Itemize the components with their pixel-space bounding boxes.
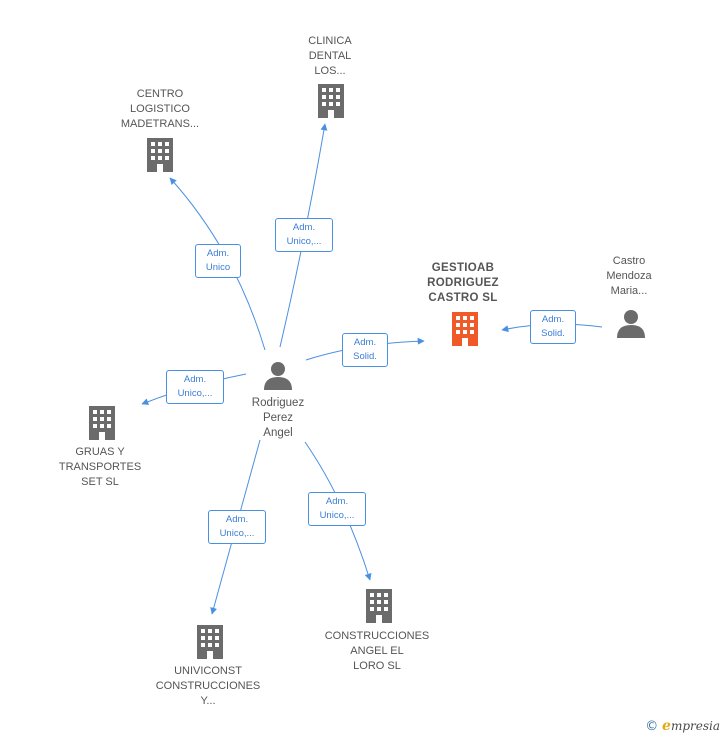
edge-label-to-centro: Adm. Unico <box>195 244 241 278</box>
node-label-construcciones-angel[interactable]: CONSTRUCCIONES ANGEL EL LORO SL <box>324 630 430 672</box>
node-label-gestioab[interactable]: GESTIOAB RODRIGUEZ CASTRO SL <box>427 262 499 304</box>
brand-name: mpresia <box>670 719 720 733</box>
building-icon[interactable] <box>147 138 173 172</box>
node-label-rodriguez-perez[interactable]: Rodriguez Perez Angel <box>251 397 305 439</box>
brand-initial: e <box>662 718 671 734</box>
node-label-castro-mendoza[interactable]: Castro Mendoza Maria... <box>606 255 652 297</box>
building-icon[interactable] <box>366 589 392 623</box>
building-icon[interactable] <box>318 84 344 118</box>
node-label-univiconst[interactable]: UNIVICONST CONSTRUCCIONES Y... <box>155 665 261 707</box>
edge-label-to-clinica: Adm. Unico,... <box>275 218 333 252</box>
node-label-clinica-dental[interactable]: CLINICA DENTAL LOS... <box>308 35 352 77</box>
edge-label-to-gruas: Adm. Unico,... <box>166 370 224 404</box>
building-icon[interactable] <box>197 625 223 659</box>
building-icon[interactable] <box>89 406 115 440</box>
building-icon-focus[interactable] <box>452 312 478 346</box>
edge-label-to-construcciones: Adm. Unico,... <box>308 492 366 526</box>
person-icon[interactable] <box>264 362 292 390</box>
empresia-logo[interactable]: © empresia <box>645 718 720 734</box>
person-icon[interactable] <box>617 310 645 338</box>
copyright-icon: © <box>645 719 659 734</box>
edge-label-to-univiconst: Adm. Unico,... <box>208 510 266 544</box>
edge-label-to-gestioab: Adm. Solid. <box>342 333 388 367</box>
node-label-gruas-transportes[interactable]: GRUAS Y TRANSPORTES SET SL <box>58 446 142 488</box>
node-label-centro-logistico[interactable]: CENTRO LOGISTICO MADETRANS... <box>120 88 200 130</box>
edge-label-castro-to-gestioab: Adm. Solid. <box>530 310 576 344</box>
